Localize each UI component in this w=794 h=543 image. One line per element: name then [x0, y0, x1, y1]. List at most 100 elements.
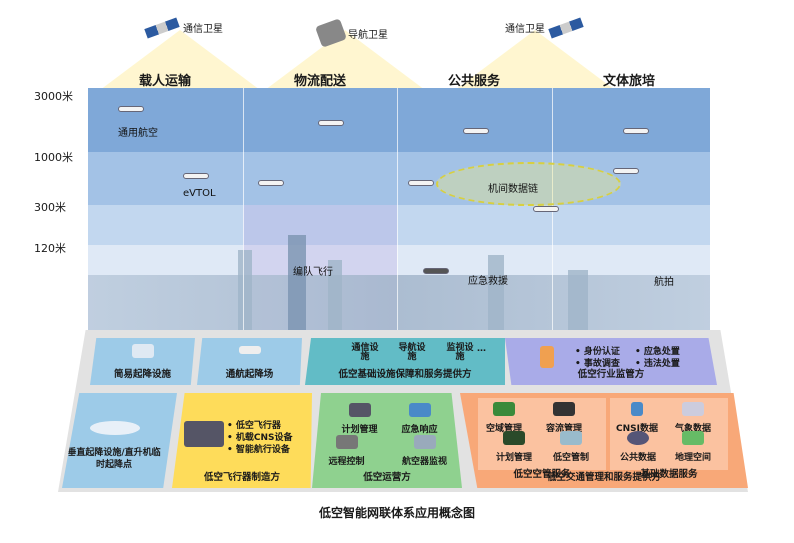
item-label: 计划管理 — [496, 453, 533, 463]
maker-item: 智能航行设备 — [227, 442, 290, 455]
item-label: 气象数据 — [675, 424, 712, 434]
item-label: 应急响应 — [401, 425, 438, 435]
building — [238, 250, 252, 330]
item-label: 公共数据 — [620, 453, 657, 463]
panel-vertiport[interactable]: 垂直起降设施/直升机临时起降点 — [62, 393, 177, 488]
panel-title: 低空飞行器制造方 — [203, 472, 280, 483]
column-header: 物流配送 — [293, 74, 346, 89]
item-label: 低空管制 — [553, 453, 590, 463]
label-general-aviation: 通用航空 — [118, 128, 158, 139]
building — [288, 235, 306, 330]
panel-title: 低空交通管理和服务提供方 — [546, 472, 661, 483]
emergency-icon — [408, 403, 431, 417]
panel-title: 通航起降场 — [225, 369, 274, 380]
aircraft-icon — [118, 106, 144, 112]
signal-beam — [265, 30, 425, 90]
airspace-area: 通用航空 eVTOL 机间数据链 编队飞行 应急救援 航拍 — [88, 88, 710, 330]
building — [568, 270, 588, 330]
data-item: 公共数据 — [620, 431, 656, 463]
subpanel-atm: 空域管理 容流管理 计划管理 低空管制 低空空管服务 — [478, 398, 606, 480]
item-label: CNSI数据 — [616, 424, 658, 434]
evtol-icon — [183, 173, 209, 179]
satellite-nav: 导航卫星 — [315, 18, 388, 48]
figure-caption: 低空智能网联体系应用概念图 — [318, 506, 475, 520]
altitude-label: 3000米 — [34, 90, 73, 103]
evtol-icon — [258, 180, 284, 186]
panel-operator[interactable]: 计划管理 应急响应 远程控制 航空器监视 低空运营方 — [312, 393, 462, 488]
datalink-ellipse — [436, 162, 621, 206]
panel-title: 简易起降设施 — [113, 369, 171, 380]
city-skyline — [88, 275, 710, 330]
signal-beam — [455, 30, 615, 90]
item-label: 航空器监视 — [401, 457, 447, 467]
panel-traffic-management[interactable]: 空域管理 容流管理 计划管理 低空管制 低空空管服务 CNSI数据 气象数据 公… — [460, 393, 748, 488]
operator-item: 应急响应 — [397, 403, 442, 435]
panel-manufacturer[interactable]: 低空飞行器 机载CNS设备 智能航行设备 低空飞行器制造方 — [172, 393, 312, 488]
building — [488, 255, 504, 330]
atm-item: 空域管理 — [486, 402, 522, 434]
public-data-icon — [627, 431, 649, 445]
vertiport-icon — [90, 421, 140, 435]
label-aerial-photo: 航拍 — [654, 277, 674, 288]
plane-icon — [238, 346, 261, 354]
atm-item: 计划管理 — [496, 431, 532, 463]
signal-beam — [100, 30, 260, 90]
band-300 — [88, 205, 710, 245]
data-item: CNSI数据 — [616, 402, 658, 434]
remote-control-icon — [335, 435, 358, 449]
evtol-icon — [408, 180, 434, 186]
column-header: 载人运输 — [138, 74, 191, 89]
drone-icon — [463, 128, 489, 134]
column-header: 公共服务 — [447, 74, 500, 89]
satellite-label: 通信卫星 — [183, 24, 223, 35]
panel-regulator[interactable]: 身份认证 应急处置 事故调查 违法处置 低空行业监管方 — [505, 338, 717, 385]
helicopter-icon — [423, 268, 449, 274]
landing-pad-icon — [131, 344, 154, 358]
evtol-icon — [533, 206, 559, 212]
altitude-label: 1000米 — [34, 151, 73, 164]
computer-icon — [553, 402, 575, 416]
atm-item: 容流管理 — [546, 402, 582, 434]
maker-item: 低空飞行器 — [227, 418, 281, 431]
label-datalink: 机间数据链 — [488, 184, 538, 195]
document-icon — [540, 346, 554, 368]
infra-nav: 导航设施 — [398, 343, 426, 362]
weather-icon — [682, 402, 704, 416]
column-divider — [243, 88, 244, 330]
maker-item: 机载CNS设备 — [227, 430, 293, 443]
regulator-item: 身份认证 — [575, 344, 620, 357]
panel-title: 低空行业监管方 — [577, 369, 645, 380]
panel-airfield[interactable]: 通航起降场 — [197, 338, 302, 385]
column-header: 文体旅培 — [602, 74, 655, 89]
drone-icon — [623, 128, 649, 134]
data-item: 地理空间 — [675, 431, 711, 463]
control-icon — [560, 431, 582, 445]
antenna-icon — [630, 402, 643, 416]
panel-simple-landing[interactable]: 简易起降设施 — [90, 338, 195, 385]
plan-icon — [503, 431, 525, 445]
subpanel-basic-data: CNSI数据 气象数据 公共数据 地理空间 基础数据服务 — [610, 398, 728, 480]
altitude-label: 300米 — [34, 201, 66, 214]
aircraft-icon — [613, 168, 639, 174]
infra-more: … — [477, 344, 486, 354]
subpanel-title: 低空空管服务 — [513, 469, 571, 480]
label-evtol: eVTOL — [183, 188, 216, 199]
altitude-label: 120米 — [34, 242, 66, 255]
operator-item: 远程控制 — [324, 435, 369, 467]
drone-icon — [318, 120, 344, 126]
regulator-item: 事故调查 — [575, 356, 620, 369]
item-label: 远程控制 — [328, 457, 365, 467]
band-3000 — [88, 88, 710, 152]
operator-item: 计划管理 — [337, 403, 382, 435]
panel-title: 低空运营方 — [363, 472, 411, 483]
item-label: 容流管理 — [546, 424, 583, 434]
panel-title: 低空基础设施保障和服务提供方 — [338, 369, 472, 380]
atm-item: 低空管制 — [553, 431, 589, 463]
building — [328, 260, 342, 330]
item-label: 计划管理 — [341, 425, 378, 435]
column-divider — [397, 88, 398, 330]
satellite-icon — [315, 18, 347, 48]
panel-infrastructure[interactable]: 通信设施 导航设施 监视设施 … 低空基础设施保障和服务提供方 — [305, 338, 505, 385]
monitor-icon — [413, 435, 436, 449]
subpanel-title: 基础数据服务 — [640, 469, 698, 480]
